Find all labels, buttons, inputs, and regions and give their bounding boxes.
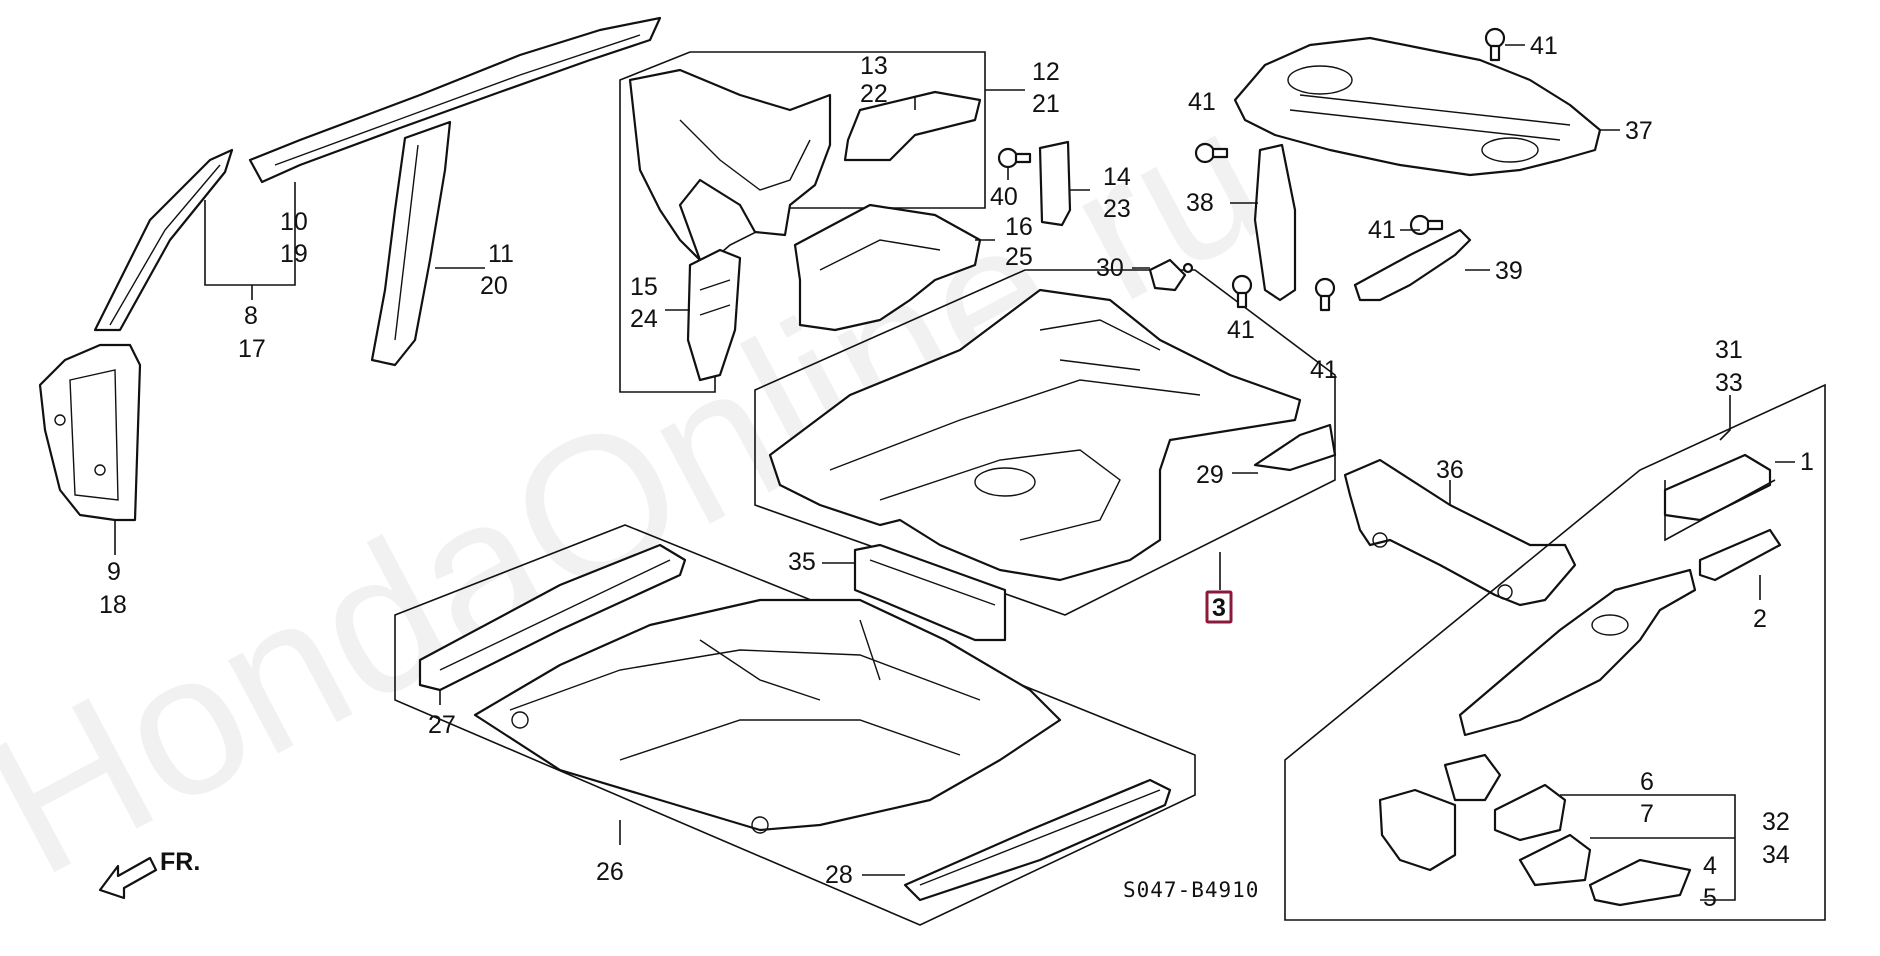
bolt-41-a bbox=[1484, 27, 1506, 62]
bracket-30-part bbox=[1148, 258, 1194, 292]
callout-14[interactable]: 14 bbox=[1103, 163, 1131, 191]
rear-shelf-part bbox=[1233, 36, 1602, 177]
callout-38[interactable]: 38 bbox=[1186, 189, 1214, 217]
callout-2[interactable]: 2 bbox=[1753, 605, 1767, 633]
callout-33[interactable]: 33 bbox=[1715, 369, 1743, 397]
leader-6-7 bbox=[1560, 794, 1736, 901]
rear-floor-group-frame bbox=[754, 269, 1336, 616]
group-badge-label: 3 bbox=[1212, 594, 1226, 622]
callout-17[interactable]: 17 bbox=[238, 335, 266, 363]
callout-37[interactable]: 37 bbox=[1625, 117, 1653, 145]
callout-16[interactable]: 16 bbox=[1005, 213, 1033, 241]
callout-27[interactable]: 27 bbox=[428, 711, 456, 739]
rear-wheelhouse-inner-part bbox=[628, 68, 832, 262]
callout-30[interactable]: 30 bbox=[1096, 254, 1124, 282]
callout-28[interactable]: 28 bbox=[825, 861, 853, 889]
floor-crossmember-part bbox=[853, 543, 1007, 642]
leader-1-bracket bbox=[1664, 479, 1776, 542]
damper-base-part bbox=[793, 203, 982, 332]
callout-5[interactable]: 5 bbox=[1703, 884, 1717, 912]
front-floor-pan-part bbox=[473, 598, 1062, 834]
leader-31-33 bbox=[1719, 395, 1731, 441]
callout-13[interactable]: 13 bbox=[860, 52, 888, 80]
leader-10-19 bbox=[204, 200, 296, 286]
callout-35[interactable]: 35 bbox=[788, 548, 816, 576]
front-direction-arrow-icon: FR. bbox=[98, 848, 200, 900]
callout-40[interactable]: 40 bbox=[990, 183, 1018, 211]
bolt-41-b bbox=[1194, 142, 1229, 164]
bolt-40-part bbox=[997, 147, 1032, 169]
callout-18[interactable]: 18 bbox=[99, 591, 127, 619]
callout-36[interactable]: 36 bbox=[1436, 456, 1464, 484]
callout-10[interactable]: 10 bbox=[280, 208, 308, 236]
callout-34[interactable]: 34 bbox=[1762, 841, 1790, 869]
callout-25[interactable]: 25 bbox=[1005, 243, 1033, 271]
rear-frame-group-frame bbox=[1284, 383, 1826, 921]
callout-22[interactable]: 22 bbox=[860, 80, 888, 108]
callout-15[interactable]: 15 bbox=[630, 273, 658, 301]
front-floor-group-frame bbox=[394, 524, 1196, 926]
callout-20[interactable]: 20 bbox=[480, 272, 508, 300]
callout-41-b[interactable]: 41 bbox=[1188, 88, 1216, 116]
floor-bracket-29-part bbox=[1253, 423, 1337, 472]
rear-floor-pan-part bbox=[768, 288, 1302, 582]
bolt-41-c bbox=[1409, 214, 1444, 236]
roof-side-rail-part bbox=[248, 16, 662, 184]
callout-12[interactable]: 12 bbox=[1032, 58, 1060, 86]
side-bracket-part bbox=[1038, 140, 1072, 227]
frame-extension-2-part bbox=[1698, 528, 1782, 582]
callout-41-a[interactable]: 41 bbox=[1530, 32, 1558, 60]
bracket-6-7-part bbox=[1493, 783, 1567, 842]
callout-4[interactable]: 4 bbox=[1703, 852, 1717, 880]
callout-41-c[interactable]: 41 bbox=[1368, 216, 1396, 244]
bracket-4-5-part bbox=[1588, 858, 1692, 907]
callout-29[interactable]: 29 bbox=[1196, 461, 1224, 489]
shelf-stiffener-39-part bbox=[1353, 228, 1472, 302]
callout-41-e[interactable]: 41 bbox=[1310, 356, 1338, 384]
callout-23[interactable]: 23 bbox=[1103, 195, 1131, 223]
front-pillar-panel-part bbox=[38, 343, 142, 522]
bracket-32-34-part bbox=[1518, 833, 1592, 887]
callout-9[interactable]: 9 bbox=[107, 558, 121, 586]
frame-extension-1-part bbox=[1663, 453, 1772, 522]
wheelhouse-extension-part bbox=[686, 248, 742, 382]
callout-32[interactable]: 32 bbox=[1762, 808, 1790, 836]
shelf-stiffener-38-part bbox=[1253, 143, 1297, 302]
front-direction-label: FR. bbox=[160, 848, 200, 876]
callout-31[interactable]: 31 bbox=[1715, 336, 1743, 364]
center-pillar-part bbox=[370, 120, 452, 367]
bolt-41-d bbox=[1231, 274, 1253, 309]
callout-6[interactable]: 6 bbox=[1640, 768, 1654, 796]
callout-11[interactable]: 11 bbox=[488, 240, 514, 268]
bolt-41-e bbox=[1314, 277, 1336, 312]
wheelhouse-bracket-part bbox=[843, 90, 982, 162]
group-badge[interactable]: 3 bbox=[1205, 590, 1233, 624]
diagram-code: S047-B4910 bbox=[1123, 878, 1259, 902]
callout-8[interactable]: 8 bbox=[244, 302, 258, 330]
callout-41-d[interactable]: 41 bbox=[1227, 316, 1255, 344]
front-sill-27-part bbox=[418, 543, 687, 692]
rear-frame-part bbox=[1458, 568, 1697, 737]
callout-24[interactable]: 24 bbox=[630, 305, 658, 333]
side-sill-28-part bbox=[903, 778, 1172, 902]
callout-19[interactable]: 19 bbox=[280, 240, 308, 268]
outrigger-part bbox=[1378, 753, 1502, 872]
callout-7[interactable]: 7 bbox=[1640, 800, 1654, 828]
rear-crossmember-36-part bbox=[1343, 458, 1577, 607]
callout-21[interactable]: 21 bbox=[1032, 90, 1060, 118]
callout-labels: 1 2 4 5 6 7 8 9 10 11 12 13 14 15 16 17 … bbox=[99, 32, 1814, 912]
a-pillar-outer-part bbox=[93, 148, 234, 332]
callout-1[interactable]: 1 bbox=[1800, 448, 1814, 476]
callout-26[interactable]: 26 bbox=[596, 858, 624, 886]
callout-39[interactable]: 39 bbox=[1495, 257, 1523, 285]
